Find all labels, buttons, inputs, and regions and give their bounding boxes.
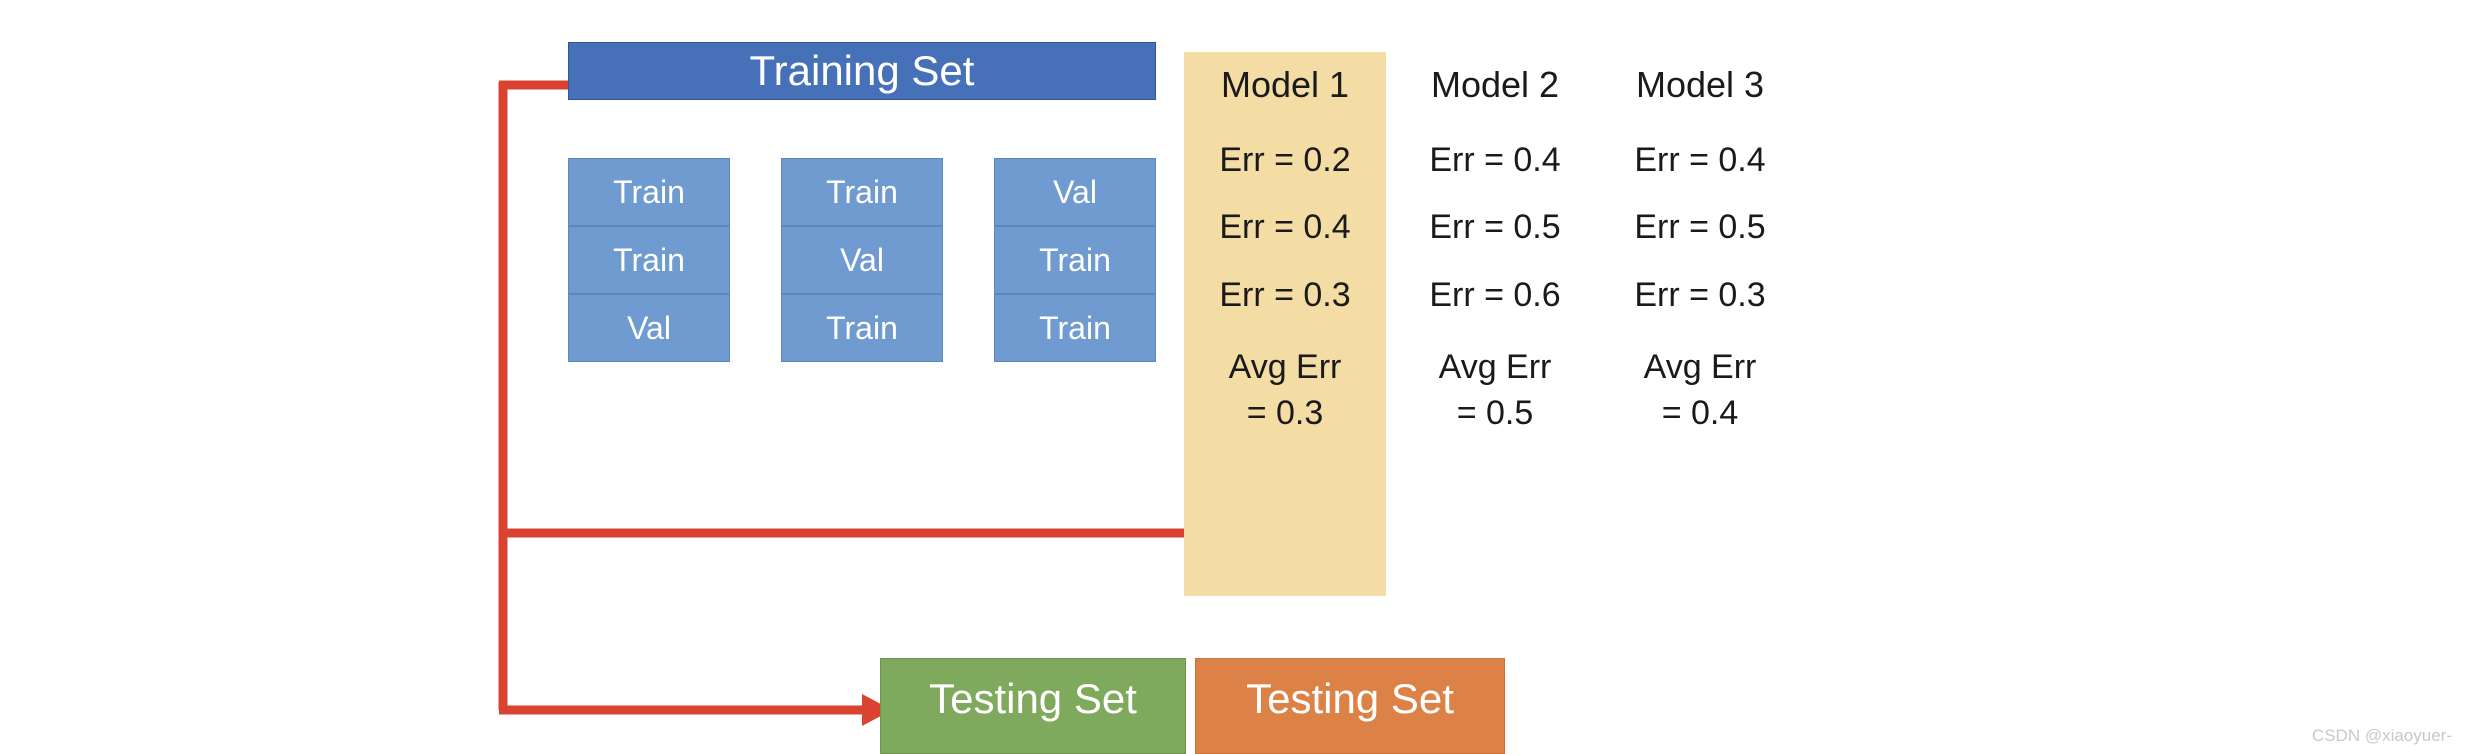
fold-grid: Train Train Val Train Val Train Val Trai… xyxy=(568,158,1156,448)
fold-cell-label: Val xyxy=(1053,173,1097,210)
model-results-area: Model 1 Err = 0.2 Err = 0.4 Err = 0.3 Av… xyxy=(1184,52,1804,596)
model-error: Err = 0.4 xyxy=(1219,207,1351,246)
model-average-error: Avg Err = 0.3 xyxy=(1184,344,1386,436)
model-error: Err = 0.5 xyxy=(1429,207,1561,246)
model-error: Err = 0.4 xyxy=(1429,140,1561,179)
fold-cell: Val xyxy=(568,294,730,362)
fold-cell: Train xyxy=(994,294,1156,362)
model-column-2: Model 2 Err = 0.4 Err = 0.5 Err = 0.6 Av… xyxy=(1394,52,1596,596)
fold-cell: Train xyxy=(994,226,1156,294)
model-error: Err = 0.5 xyxy=(1634,207,1766,246)
fold-cell-label: Train xyxy=(613,241,685,278)
model-average-value: = 0.3 xyxy=(1246,394,1324,432)
fold-cell-label: Train xyxy=(826,173,898,210)
training-set-box: Training Set xyxy=(568,42,1156,100)
model-error: Err = 0.6 xyxy=(1429,275,1561,314)
training-set-label: Training Set xyxy=(749,47,975,94)
model-error: Err = 0.4 xyxy=(1634,140,1766,179)
testing-set-green-label: Testing Set xyxy=(929,675,1137,722)
model-average-value: = 0.5 xyxy=(1456,394,1534,432)
fold-cell: Val xyxy=(781,226,943,294)
fold-cell: Val xyxy=(994,158,1156,226)
fold-cell: Train xyxy=(781,294,943,362)
model-average-error: Avg Err = 0.5 xyxy=(1394,344,1596,436)
fold-cell-label: Val xyxy=(840,241,884,278)
fold-cell-label: Train xyxy=(826,309,898,346)
model-average-error: Avg Err = 0.4 xyxy=(1599,344,1801,436)
fold-cell-label: Train xyxy=(1039,309,1111,346)
model-title: Model 1 xyxy=(1220,64,1350,105)
model-title: Model 3 xyxy=(1635,64,1765,105)
model-average-label: Avg Err xyxy=(1228,348,1342,386)
model-average-value: = 0.4 xyxy=(1661,394,1739,432)
testing-set-orange-label: Testing Set xyxy=(1246,675,1454,722)
fold-cell: Train xyxy=(568,226,730,294)
testing-set-orange-box: Testing Set xyxy=(1195,658,1505,754)
fold-cell-label: Train xyxy=(613,173,685,210)
fold-cell-label: Val xyxy=(627,309,671,346)
model-error: Err = 0.2 xyxy=(1219,140,1351,179)
model-column-1: Model 1 Err = 0.2 Err = 0.4 Err = 0.3 Av… xyxy=(1184,52,1386,596)
fold-cell: Train xyxy=(568,158,730,226)
model-column-3: Model 3 Err = 0.4 Err = 0.5 Err = 0.3 Av… xyxy=(1599,52,1801,596)
watermark: CSDN @xiaoyuer- xyxy=(2311,726,2452,745)
model-average-label: Avg Err xyxy=(1643,348,1757,386)
model-error: Err = 0.3 xyxy=(1634,275,1766,314)
model-average-label: Avg Err xyxy=(1438,348,1552,386)
fold-cell-label: Train xyxy=(1039,241,1111,278)
model-title: Model 2 xyxy=(1430,64,1560,105)
fold-cell: Train xyxy=(781,158,943,226)
testing-set-green-box: Testing Set xyxy=(880,658,1186,754)
model-error: Err = 0.3 xyxy=(1219,275,1351,314)
